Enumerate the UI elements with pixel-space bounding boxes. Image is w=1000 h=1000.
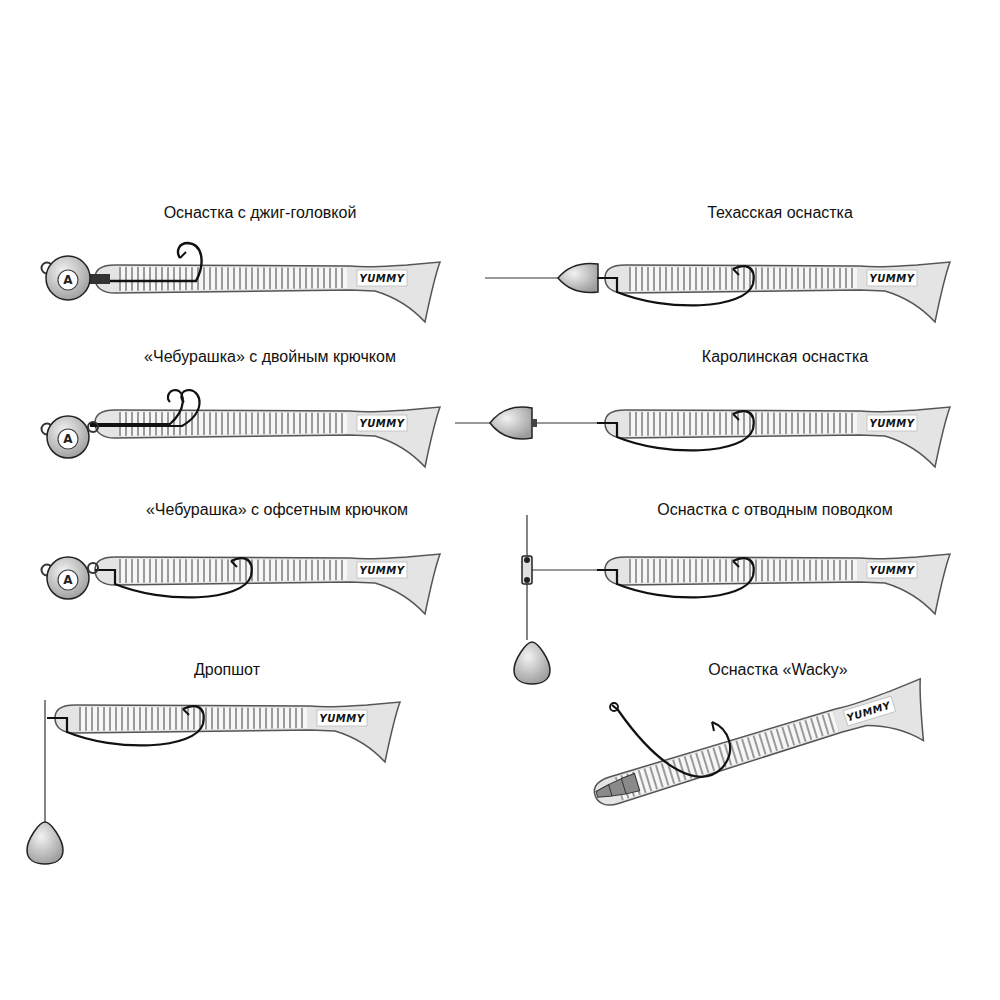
brand-mark: YUMMY <box>359 273 404 284</box>
brand-mark: YUMMY <box>869 273 914 284</box>
rig-title: «Чебурашка» с офсетным крючком <box>146 501 408 519</box>
brand-mark: YUMMY <box>359 418 404 429</box>
rig-title: «Чебурашка» с двойным крючком <box>144 348 396 366</box>
rig-title: Техасская оснастка <box>707 204 853 222</box>
brand-mark: YUMMY <box>869 418 914 429</box>
brand-mark: YUMMY <box>319 713 364 724</box>
jig-head-letter: A <box>63 573 72 587</box>
jig-head-letter: A <box>63 273 72 287</box>
rig-title: Оснастка с джиг-головкой <box>164 204 357 222</box>
rig-title: Оснастка «Wacky» <box>708 661 847 679</box>
brand-mark: YUMMY <box>869 565 914 576</box>
rig-title: Дропшот <box>194 661 260 679</box>
jig-head-letter: A <box>63 432 72 446</box>
brand-mark: YUMMY <box>359 565 404 576</box>
rig-title: Каролинская оснастка <box>702 348 868 366</box>
rig-title: Оснастка с отводным поводком <box>657 501 892 519</box>
